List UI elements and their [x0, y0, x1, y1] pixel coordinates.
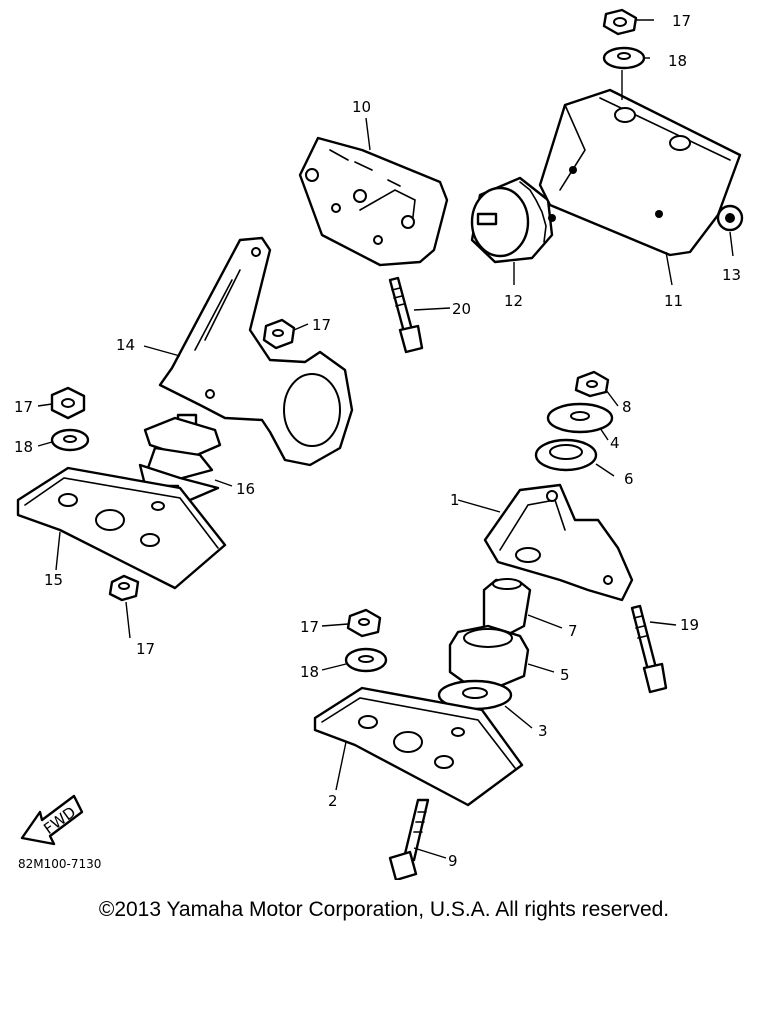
callout-13: 13 — [722, 266, 741, 284]
callout-11: 11 — [664, 292, 683, 310]
callout-17-left: 17 — [14, 398, 33, 416]
callout-9: 9 — [448, 852, 458, 870]
callout-18-top: 18 — [668, 52, 687, 70]
part-17-nut-mid — [262, 318, 296, 350]
callout-6: 6 — [624, 470, 634, 488]
part-18-washer-top — [602, 46, 646, 100]
part-7-sleeve — [482, 578, 532, 638]
part-14-left-bracket — [158, 236, 354, 467]
callout-3: 3 — [538, 722, 548, 740]
part-19-bolt — [630, 604, 668, 694]
callout-18-center: 18 — [300, 663, 319, 681]
part-16-rubber-mount — [138, 413, 222, 502]
callout-17-top: 17 — [672, 12, 691, 30]
part-6-collar — [534, 438, 598, 472]
part-2-lower-plate — [313, 686, 524, 807]
callout-19: 19 — [680, 616, 699, 634]
part-13-grommet — [716, 204, 744, 232]
part-12-rubber-damper — [470, 176, 556, 264]
part-8-nut — [574, 370, 610, 398]
part-17-nut-left — [50, 386, 86, 420]
part-18-washer-left — [50, 428, 90, 452]
leader-lines — [37, 19, 734, 859]
copyright-text: ©2013 Yamaha Motor Corporation, U.S.A. A… — [98, 898, 670, 921]
callout-20: 20 — [452, 300, 471, 318]
callout-16: 16 — [236, 480, 255, 498]
fwd-arrow-icon: FWD — [20, 794, 84, 846]
part-18-washer-center — [344, 647, 388, 673]
part-10-front-bracket — [298, 136, 449, 267]
callout-15: 15 — [44, 571, 63, 589]
callout-12: 12 — [504, 292, 523, 310]
callout-17-bottom: 17 — [136, 640, 155, 658]
part-15-left-plate — [16, 466, 227, 590]
part-20-bolt — [388, 276, 424, 354]
callout-5: 5 — [560, 666, 570, 684]
callout-4: 4 — [610, 434, 620, 452]
part-17-nut-bottom-left — [108, 574, 140, 602]
exploded-parts-diagram: FWD 1 2 3 4 5 6 7 — [14, 8, 744, 880]
diagram-code: 82M100-7130 — [18, 857, 101, 871]
callout-14: 14 — [116, 336, 135, 354]
callout-7: 7 — [568, 622, 578, 640]
callout-17-mid: 17 — [312, 316, 331, 334]
part-1-right-bracket — [483, 483, 634, 602]
callout-1: 1 — [450, 491, 460, 509]
part-11-cover — [538, 88, 742, 257]
callout-10: 10 — [352, 98, 371, 116]
callout-18-left: 18 — [14, 438, 33, 456]
callout-2: 2 — [328, 792, 338, 810]
callout-8: 8 — [622, 398, 632, 416]
part-4-washer — [546, 402, 614, 434]
part-9-bolt — [388, 798, 430, 880]
part-17-nut-top — [602, 8, 638, 36]
part-5-damper — [448, 624, 530, 688]
part-17-nut-center — [346, 608, 382, 638]
callout-17-center: 17 — [300, 618, 319, 636]
callouts: 1 2 3 4 5 6 7 8 9 10 11 12 13 14 15 16 1… — [14, 12, 741, 870]
